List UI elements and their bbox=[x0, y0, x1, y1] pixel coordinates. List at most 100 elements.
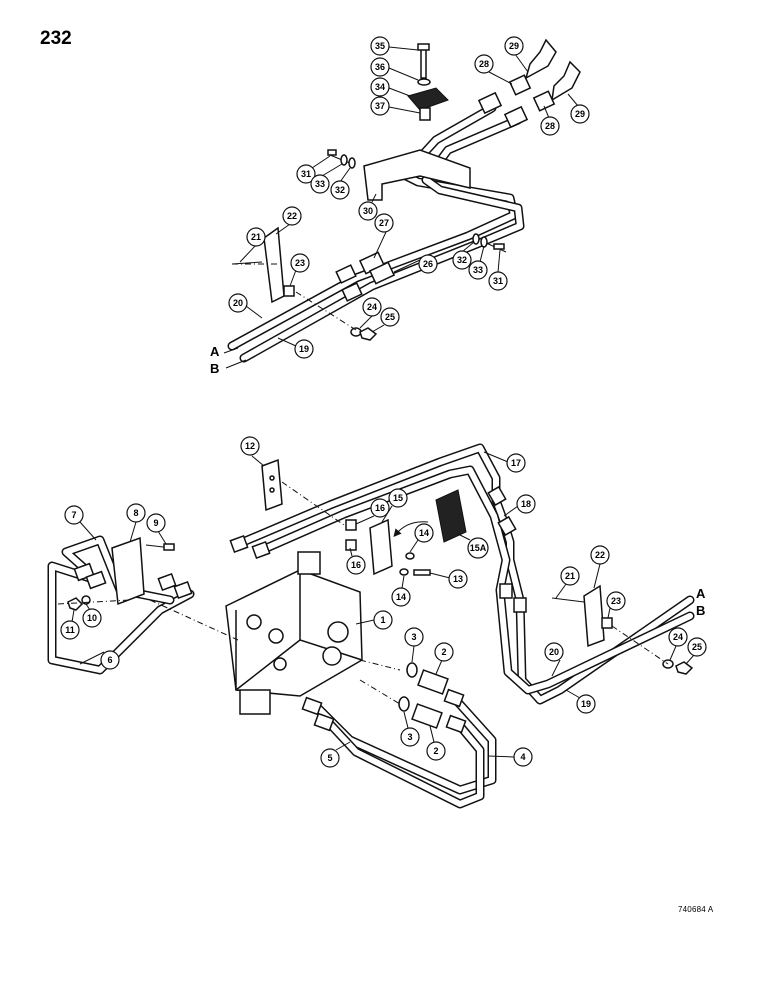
washer-33a bbox=[340, 154, 348, 166]
svg-text:21: 21 bbox=[251, 232, 261, 242]
svg-text:13: 13 bbox=[453, 574, 463, 584]
callout-16-a: 16 bbox=[355, 498, 390, 525]
svg-text:29: 29 bbox=[509, 41, 519, 51]
callout-15a: 15A bbox=[457, 533, 489, 559]
callout-2-b: 2 bbox=[426, 725, 446, 761]
svg-text:16: 16 bbox=[351, 560, 361, 570]
tube-nut-upper-a bbox=[229, 535, 249, 553]
svg-text:2: 2 bbox=[433, 746, 438, 756]
tube-nut-7b bbox=[85, 570, 107, 590]
callout-11: 11 bbox=[60, 609, 80, 640]
o-ring-3a bbox=[406, 662, 418, 678]
svg-text:12: 12 bbox=[245, 441, 255, 451]
washer-14a bbox=[405, 552, 415, 560]
svg-text:7: 7 bbox=[71, 510, 76, 520]
spacer-16b bbox=[345, 539, 357, 551]
svg-text:33: 33 bbox=[315, 179, 325, 189]
svg-text:32: 32 bbox=[335, 185, 345, 195]
svg-text:31: 31 bbox=[301, 169, 311, 179]
callout-32-b: 32 bbox=[452, 241, 475, 270]
svg-text:23: 23 bbox=[611, 596, 621, 606]
svg-text:11: 11 bbox=[65, 625, 75, 635]
line-label-a-top: A bbox=[210, 344, 220, 359]
spacer-23-top bbox=[283, 285, 295, 297]
svg-text:15A: 15A bbox=[470, 543, 487, 553]
tube-nut-top-left bbox=[477, 91, 503, 115]
svg-text:27: 27 bbox=[379, 218, 389, 228]
callout-12: 12 bbox=[240, 436, 265, 467]
callout-20-top: 20 bbox=[228, 293, 263, 319]
svg-text:19: 19 bbox=[581, 699, 591, 709]
svg-text:21: 21 bbox=[565, 571, 575, 581]
tube-nut-top-right bbox=[503, 105, 529, 129]
callout-21-bottom: 21 bbox=[555, 566, 580, 599]
nut-25-bottom bbox=[675, 661, 694, 675]
callout-6: 6 bbox=[79, 650, 120, 670]
svg-text:23: 23 bbox=[295, 258, 305, 268]
callout-36: 36 bbox=[370, 57, 419, 81]
callout-3-a: 3 bbox=[404, 627, 424, 663]
svg-text:29: 29 bbox=[575, 109, 585, 119]
callout-29-b: 29 bbox=[567, 93, 590, 124]
svg-text:22: 22 bbox=[595, 550, 605, 560]
svg-text:19: 19 bbox=[299, 344, 309, 354]
lockwasher-32a bbox=[348, 157, 356, 169]
clamp-34 bbox=[407, 87, 449, 111]
tube-nut-20 bbox=[335, 264, 357, 284]
svg-text:37: 37 bbox=[375, 101, 385, 111]
callout-25-bottom: 25 bbox=[685, 637, 707, 665]
line-label-b-top: B bbox=[210, 361, 219, 376]
callout-9: 9 bbox=[146, 513, 167, 545]
svg-text:32: 32 bbox=[457, 255, 467, 265]
clamp-12 bbox=[261, 458, 283, 512]
callout-24-bottom: 24 bbox=[668, 627, 688, 661]
tube-nut-18 bbox=[497, 515, 517, 537]
svg-text:20: 20 bbox=[549, 647, 559, 657]
svg-text:24: 24 bbox=[367, 302, 377, 312]
svg-text:28: 28 bbox=[545, 121, 555, 131]
lockwasher-32b bbox=[472, 233, 480, 245]
spacer-37 bbox=[419, 107, 431, 121]
top-assembly bbox=[227, 38, 581, 363]
svg-text:16: 16 bbox=[375, 503, 385, 513]
svg-text:3: 3 bbox=[411, 632, 416, 642]
svg-text:33: 33 bbox=[473, 265, 483, 275]
svg-text:3: 3 bbox=[407, 732, 412, 742]
callout-31-b: 31 bbox=[488, 249, 508, 291]
callout-27: 27 bbox=[373, 213, 394, 259]
o-ring-3b bbox=[398, 696, 410, 712]
svg-text:31: 31 bbox=[493, 276, 503, 286]
page-number: 232 bbox=[40, 28, 72, 49]
callout-16-b: 16 bbox=[346, 547, 366, 575]
tube-nut-19-bottom bbox=[499, 583, 513, 599]
tube-nut-5a bbox=[301, 696, 323, 716]
callout-33-a: 33 bbox=[310, 163, 343, 194]
bolt-31a bbox=[327, 149, 337, 156]
svg-text:2: 2 bbox=[441, 647, 446, 657]
svg-text:35: 35 bbox=[375, 41, 385, 51]
callout-34: 34 bbox=[370, 77, 411, 97]
tube-nut-4b bbox=[445, 714, 467, 734]
bolt-head-35 bbox=[417, 43, 430, 51]
callout-8: 8 bbox=[126, 503, 146, 543]
control-valve-1 bbox=[225, 551, 363, 715]
bolt-31b bbox=[493, 243, 505, 250]
callout-layer: 35 36 34 37 28 29 28 29 31 33 32 30 27 2… bbox=[60, 36, 707, 768]
adapter-2 bbox=[411, 669, 449, 729]
callout-20-bottom: 20 bbox=[544, 642, 564, 677]
spacer-23-bottom bbox=[601, 617, 613, 629]
svg-text:5: 5 bbox=[327, 753, 332, 763]
callout-10: 10 bbox=[82, 603, 102, 628]
callout-29-a: 29 bbox=[504, 36, 529, 73]
washer-33b bbox=[480, 236, 488, 248]
elbow-fittings-29 bbox=[508, 38, 581, 112]
callout-31-a: 31 bbox=[296, 155, 331, 184]
svg-text:10: 10 bbox=[87, 613, 97, 623]
callout-33-b: 33 bbox=[468, 245, 488, 280]
clamp-15 bbox=[369, 518, 393, 576]
callout-26: 26 bbox=[393, 254, 438, 274]
callout-18: 18 bbox=[503, 494, 536, 517]
callout-28-a: 28 bbox=[474, 54, 513, 85]
clamp-22-top bbox=[263, 226, 285, 304]
callout-23-bottom: 23 bbox=[606, 591, 626, 619]
